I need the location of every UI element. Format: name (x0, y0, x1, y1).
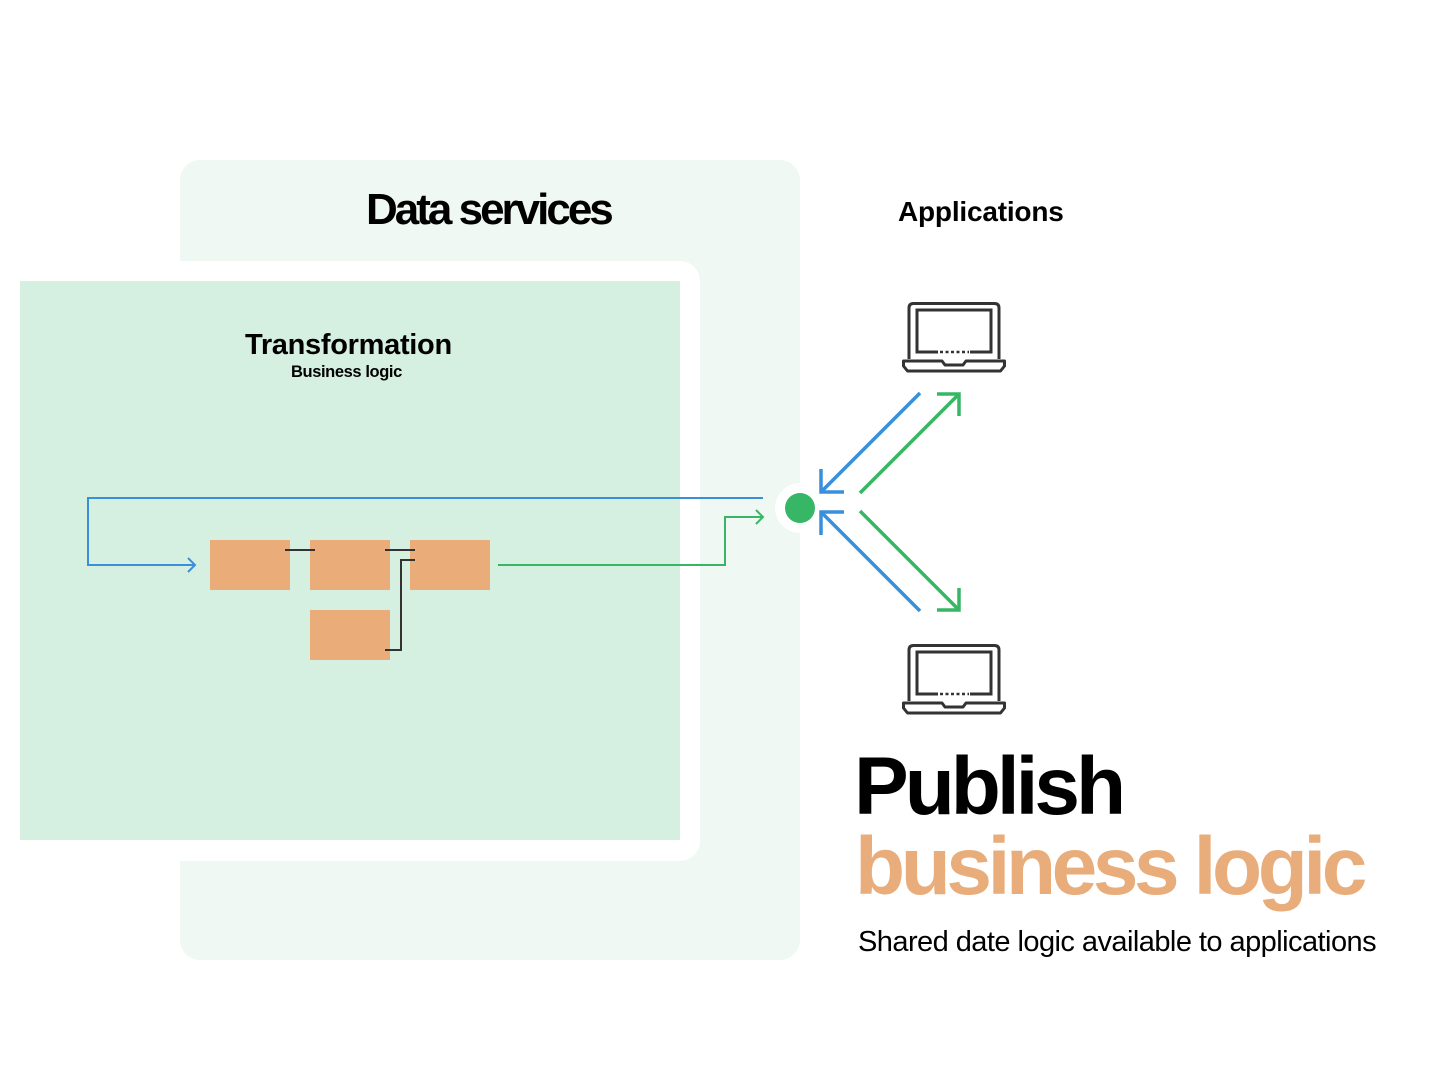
response-arrowhead-top (937, 392, 961, 416)
response-arrow-bottom (858, 509, 960, 611)
transformation-step-3 (410, 540, 490, 590)
applications-title: Applications (898, 196, 1064, 227)
transformation-step-1 (210, 540, 290, 590)
transformation-step-2 (310, 540, 390, 590)
headline-caption: Shared date logic available to applicati… (858, 926, 1377, 958)
transformation-step-4 (310, 610, 390, 660)
laptop-icon[interactable] (902, 644, 1006, 715)
transformation-title: Transformation (245, 329, 452, 361)
response-arrowhead-bottom (937, 588, 961, 612)
laptop-lid (907, 302, 1001, 359)
laptop-icon[interactable] (902, 302, 1006, 373)
response-arrow-top (858, 393, 960, 495)
request-arrow-top (820, 391, 922, 493)
laptop-base (902, 701, 1006, 715)
transformation-subtitle: Business logic (291, 363, 402, 381)
headline-line-2: business logic (855, 821, 1367, 912)
request-arrow-bottom (820, 511, 922, 613)
laptop-lid (907, 644, 1001, 701)
laptop-screen (915, 308, 993, 354)
request-arrowhead-bottom (819, 510, 844, 535)
publish-node-icon[interactable] (785, 493, 815, 523)
laptop-base (902, 359, 1006, 373)
laptop-screen (915, 650, 993, 696)
request-arrowhead-top (819, 469, 844, 494)
headline-line-1: Publish (854, 741, 1126, 832)
data-services-title: Data services (366, 185, 614, 234)
